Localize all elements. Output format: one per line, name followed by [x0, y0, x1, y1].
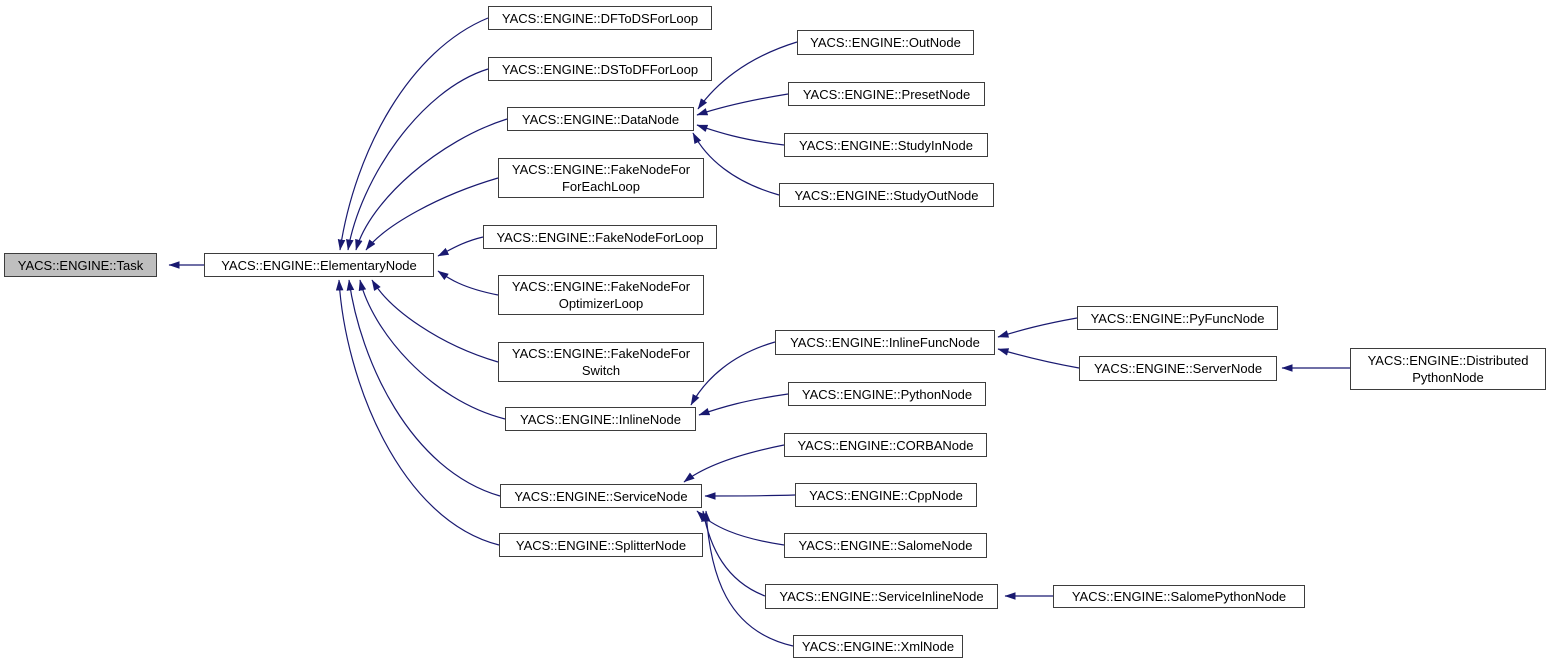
class-node-dstodf[interactable]: YACS::ENGINE::DSToDFForLoop — [488, 57, 712, 81]
inheritance-edge-outnode-to-datanode — [697, 41, 798, 110]
inheritance-edge-servernode-to-inlinefuncnode — [997, 348, 1080, 369]
inheritance-edge-pythonnode-to-inlinenode — [698, 393, 789, 416]
class-node-label-serviceinline: YACS::ENGINE::ServiceInlineNode — [779, 589, 984, 604]
inheritance-edge-fakeswitch-to-elementary — [371, 279, 499, 363]
inheritance-edge-servicenode-to-elementary — [346, 279, 501, 497]
class-node-label-servicenode: YACS::ENGINE::ServiceNode — [514, 488, 688, 504]
class-node-label-elementary: YACS::ENGINE::ElementaryNode — [221, 257, 417, 273]
class-node-servernode[interactable]: YACS::ENGINE::ServerNode — [1079, 356, 1277, 381]
inheritance-edge-fakeoptimizer-to-elementary — [437, 270, 499, 296]
class-node-servicenode[interactable]: YACS::ENGINE::ServiceNode — [500, 484, 702, 508]
class-node-inlinenode[interactable]: YACS::ENGINE::InlineNode — [505, 407, 696, 431]
class-node-fakeswitch[interactable]: YACS::ENGINE::FakeNodeFor Switch — [498, 342, 704, 382]
inheritance-edge-splitternode-to-elementary — [335, 279, 500, 546]
class-node-label-fakeswitch: YACS::ENGINE::FakeNodeFor Switch — [511, 346, 691, 378]
class-node-label-corbanode: YACS::ENGINE::CORBANode — [797, 437, 974, 453]
class-node-salomepython[interactable]: YACS::ENGINE::SalomePythonNode — [1053, 585, 1305, 608]
inheritance-edge-fakeforeach-to-elementary — [365, 177, 499, 251]
class-node-studyinnode[interactable]: YACS::ENGINE::StudyInNode — [784, 133, 988, 157]
class-node-splitternode[interactable]: YACS::ENGINE::SplitterNode — [499, 533, 703, 557]
class-node-inlinefuncnode[interactable]: YACS::ENGINE::InlineFuncNode — [775, 330, 995, 355]
class-node-label-studyinnode: YACS::ENGINE::StudyInNode — [799, 137, 973, 153]
class-node-label-fakeoptimizer: YACS::ENGINE::FakeNodeFor OptimizerLoop — [511, 279, 691, 311]
inheritance-edge-studyoutnode-to-datanode — [692, 132, 780, 196]
class-node-label-fakeforloop: YACS::ENGINE::FakeNodeForLoop — [496, 229, 704, 245]
class-node-label-servernode: YACS::ENGINE::ServerNode — [1093, 361, 1263, 376]
class-node-pythonnode[interactable]: YACS::ENGINE::PythonNode — [788, 382, 986, 406]
class-node-serviceinline[interactable]: YACS::ENGINE::ServiceInlineNode — [765, 584, 998, 609]
class-node-task: YACS::ENGINE::Task — [4, 253, 157, 277]
inheritance-edge-pyfuncnode-to-inlinefuncnode — [997, 317, 1078, 338]
class-node-distributed[interactable]: YACS::ENGINE::Distributed PythonNode — [1350, 348, 1546, 390]
class-node-label-task: YACS::ENGINE::Task — [17, 257, 144, 273]
inheritance-edge-presetnode-to-datanode — [696, 93, 789, 116]
inheritance-edge-inlinefuncnode-to-inlinenode — [690, 341, 776, 406]
class-node-outnode[interactable]: YACS::ENGINE::OutNode — [797, 30, 974, 55]
class-node-label-dftods: YACS::ENGINE::DFToDSForLoop — [501, 10, 699, 26]
class-node-label-pyfuncnode: YACS::ENGINE::PyFuncNode — [1090, 310, 1265, 326]
class-node-label-outnode: YACS::ENGINE::OutNode — [810, 35, 961, 50]
class-node-pyfuncnode[interactable]: YACS::ENGINE::PyFuncNode — [1077, 306, 1278, 330]
class-node-label-cppnode: YACS::ENGINE::CppNode — [809, 487, 963, 503]
class-node-label-inlinenode: YACS::ENGINE::InlineNode — [520, 411, 681, 427]
inheritance-edge-studyinnode-to-datanode — [696, 124, 785, 146]
class-node-label-distributed: YACS::ENGINE::Distributed PythonNode — [1367, 353, 1529, 385]
class-node-label-splitternode: YACS::ENGINE::SplitterNode — [515, 537, 687, 553]
class-node-datanode[interactable]: YACS::ENGINE::DataNode — [507, 107, 694, 131]
class-node-elementary[interactable]: YACS::ENGINE::ElementaryNode — [204, 253, 434, 277]
class-node-fakeforeach[interactable]: YACS::ENGINE::FakeNodeFor ForEachLoop — [498, 158, 704, 198]
class-node-label-fakeforeach: YACS::ENGINE::FakeNodeFor ForEachLoop — [511, 162, 691, 194]
class-node-salomenode[interactable]: YACS::ENGINE::SalomeNode — [784, 533, 987, 558]
class-node-corbanode[interactable]: YACS::ENGINE::CORBANode — [784, 433, 987, 457]
class-node-label-dstodf: YACS::ENGINE::DSToDFForLoop — [501, 61, 699, 77]
inheritance-edge-serviceinline-to-servicenode — [701, 510, 766, 597]
class-node-cppnode[interactable]: YACS::ENGINE::CppNode — [795, 483, 977, 507]
inheritance-edge-dstodf-to-elementary — [346, 68, 489, 251]
class-node-fakeoptimizer[interactable]: YACS::ENGINE::FakeNodeFor OptimizerLoop — [498, 275, 704, 315]
inheritance-edge-salomenode-to-servicenode — [696, 510, 785, 546]
class-node-label-studyoutnode: YACS::ENGINE::StudyOutNode — [794, 187, 979, 203]
class-node-dftods[interactable]: YACS::ENGINE::DFToDSForLoop — [488, 6, 712, 30]
inheritance-edge-corbanode-to-servicenode — [683, 444, 785, 483]
class-node-label-datanode: YACS::ENGINE::DataNode — [521, 111, 680, 127]
class-node-fakeforloop[interactable]: YACS::ENGINE::FakeNodeForLoop — [483, 225, 717, 249]
inheritance-edge-datanode-to-elementary — [355, 118, 508, 251]
inheritance-edge-dftods-to-elementary — [337, 17, 489, 251]
inheritance-edge-cppnode-to-servicenode — [704, 492, 796, 500]
class-node-label-xmlnode: YACS::ENGINE::XmlNode — [801, 639, 955, 654]
class-node-label-presetnode: YACS::ENGINE::PresetNode — [802, 86, 971, 102]
class-node-studyoutnode[interactable]: YACS::ENGINE::StudyOutNode — [779, 183, 994, 207]
inheritance-edge-fakeforloop-to-elementary — [437, 236, 484, 257]
inheritance-edge-inlinenode-to-elementary — [358, 279, 506, 420]
class-node-label-pythonnode: YACS::ENGINE::PythonNode — [801, 386, 973, 402]
class-node-label-inlinefuncnode: YACS::ENGINE::InlineFuncNode — [790, 335, 980, 350]
class-node-presetnode[interactable]: YACS::ENGINE::PresetNode — [788, 82, 985, 106]
class-node-xmlnode[interactable]: YACS::ENGINE::XmlNode — [793, 635, 963, 658]
inheritance-edge-xmlnode-to-servicenode — [702, 510, 794, 647]
class-node-label-salomepython: YACS::ENGINE::SalomePythonNode — [1071, 589, 1287, 604]
class-node-label-salomenode: YACS::ENGINE::SalomeNode — [798, 538, 973, 553]
